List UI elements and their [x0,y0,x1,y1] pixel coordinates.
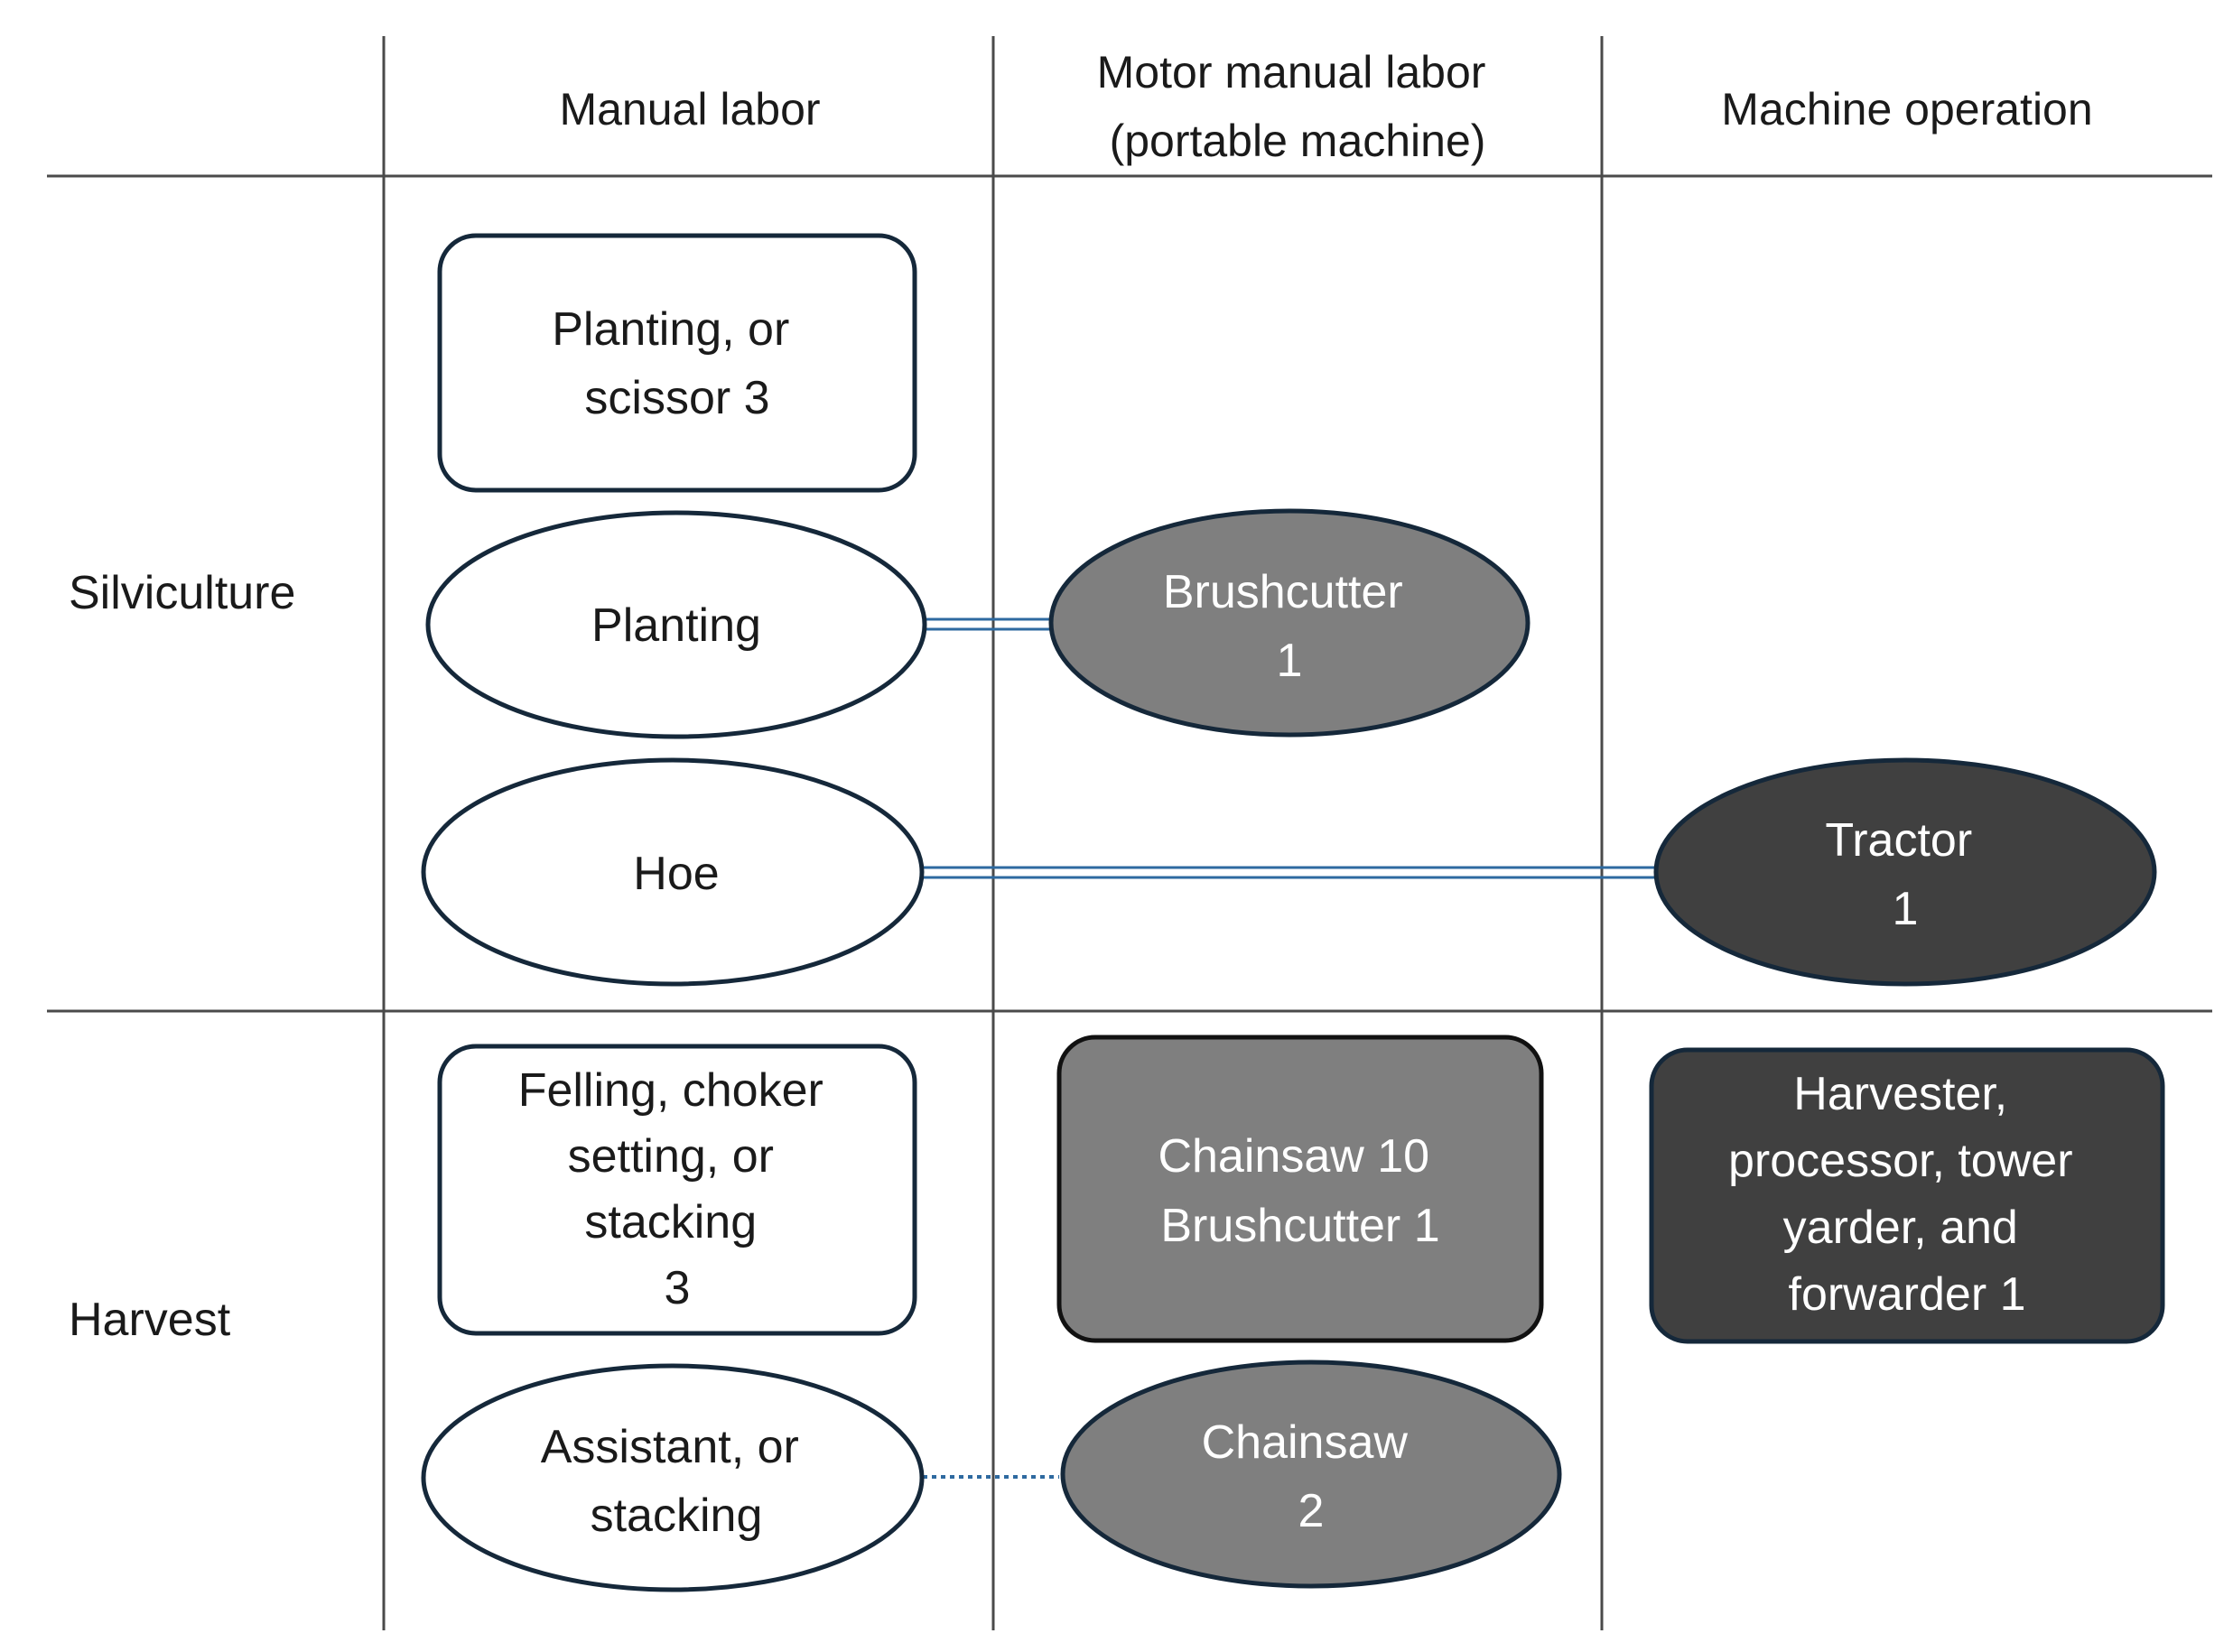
svg-text:Assistant, or stacking: Assistant, or stacking [541,1421,813,1542]
svg-text:Tractor 1: Tractor 1 [1825,814,1985,935]
col-header-motor-manual-labor: Motor manual labor (portable machine) [1097,47,1499,166]
row-header-harvest: Harvest [69,1294,231,1346]
node-tractor: Tractor 1 [1653,757,2157,987]
node-chainsaw: Chainsaw 2 [1060,1360,1562,1589]
col-header-manual-labor: Manual labor [559,84,820,135]
node-assistant-stacking: Assistant, or stacking [421,1363,925,1592]
svg-text:Chainsaw 2: Chainsaw 2 [1202,1416,1421,1537]
node-brushcutter: Brushcutter 1 [1048,508,1531,738]
node-planting-scissor: Planting, or scissor 3 [437,233,917,493]
row-header-silviculture: Silviculture [69,567,295,619]
node-chainsaw-brushcutter: Chainsaw 10 Brushcutter 1 [1056,1035,1544,1343]
svg-text:Felling, choker setting,: Felling, choker setting, or stacking 3 [518,1064,837,1314]
col-header-machine-operation: Machine operation [1721,84,2092,135]
connector-planting-brushcutter [926,617,1053,631]
node-felling-choker: Felling, choker setting, or stacking 3 [437,1044,917,1336]
svg-text:Hoe: Hoe [633,848,719,900]
svg-text:Planting: Planting [591,599,761,652]
node-hoe: Hoe [421,757,925,987]
svg-text:Harvester, processor, to: Harvester, processor, tower yarder, and … [1728,1068,2086,1321]
node-planting: Planting [425,510,927,739]
connector-hoe-tractor [923,866,1658,879]
svg-text:Chainsaw 10 Brushcutter: Chainsaw 10 Brushcutter 1 [1158,1130,1442,1252]
svg-text:Brushcutter 1: Brushcutter 1 [1163,566,1416,687]
node-harvester: Harvester, processor, tower yarder, and … [1649,1047,2165,1344]
svg-text:Planting, or scissor 3: Planting, or scissor 3 [552,303,803,424]
